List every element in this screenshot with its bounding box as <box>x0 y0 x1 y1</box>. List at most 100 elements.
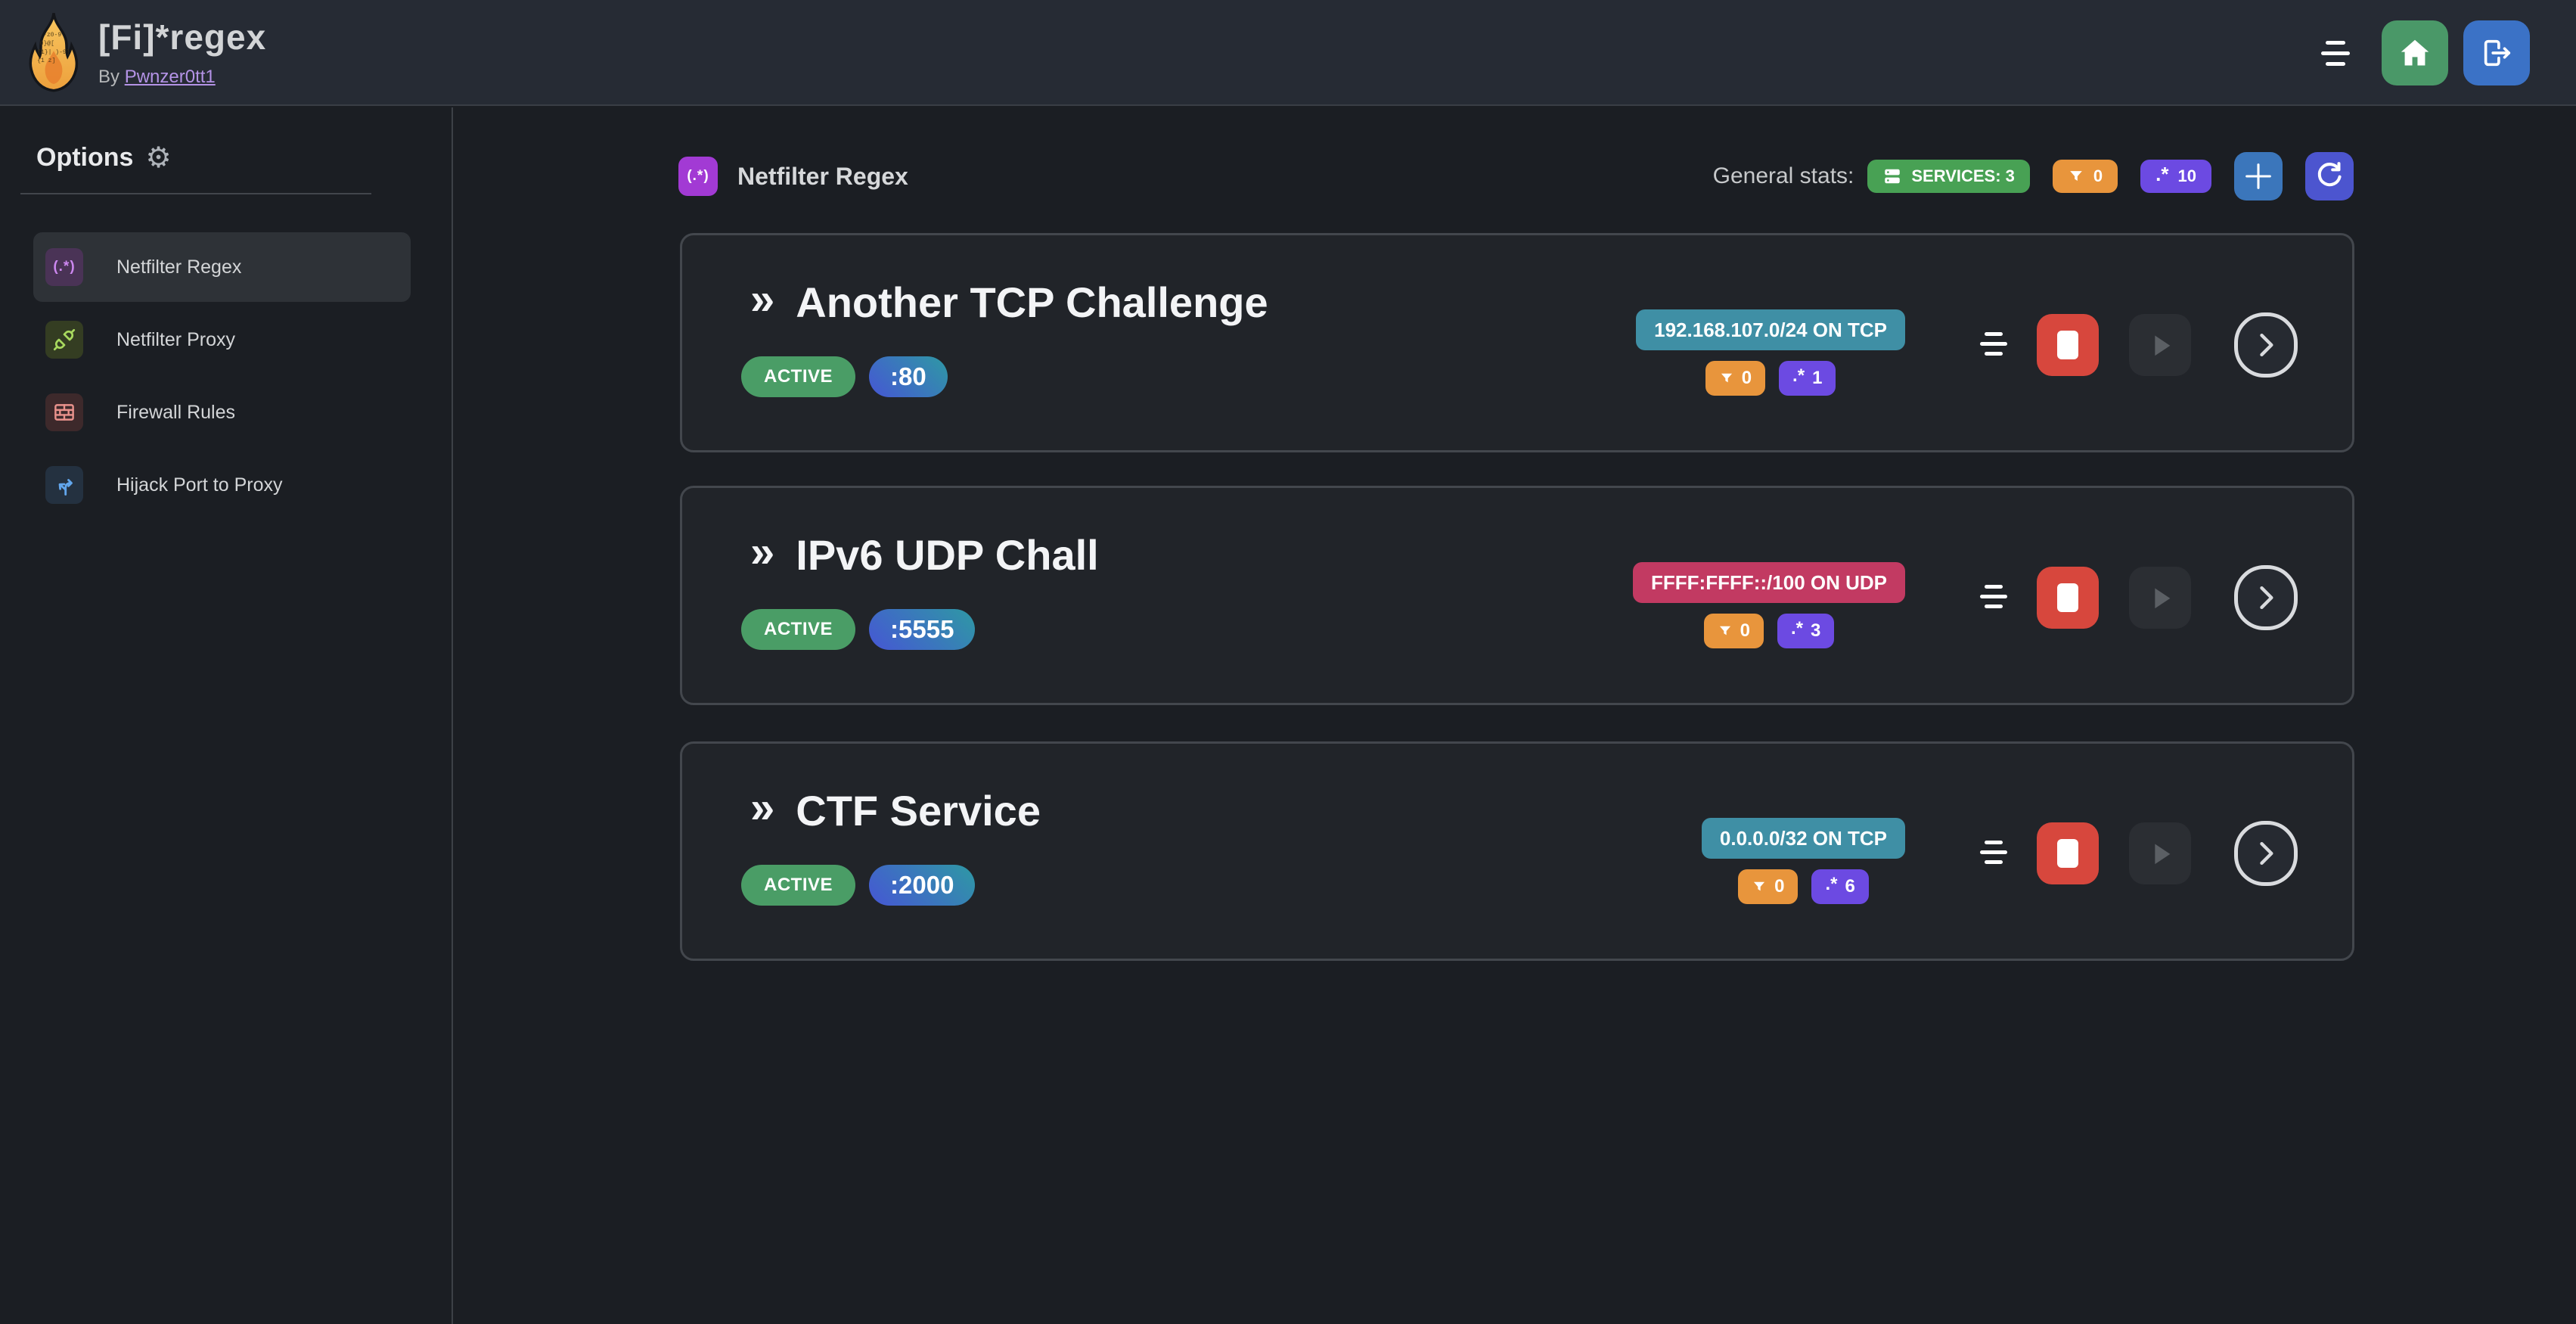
svg-text:0}@[: 0}@[ <box>40 40 54 47</box>
service-card: » IPv6 UDP Chall ACTIVE :5555 FFFF:FFFF:… <box>680 486 2354 705</box>
mini-badges: 0 .* 3 <box>1703 614 1835 648</box>
regex-count-badge: .* 3 <box>1777 614 1835 648</box>
service-card: » CTF Service ACTIVE :2000 0.0.0.0/32 ON… <box>680 741 2354 961</box>
status-badge: ACTIVE <box>741 609 856 650</box>
gear-icon: ⚙ <box>145 142 172 174</box>
chevron-right-icon <box>2249 328 2283 362</box>
service-details-button[interactable] <box>2234 565 2298 630</box>
author-link[interactable]: Pwnzer0tt1 <box>124 67 216 87</box>
add-service-button[interactable] <box>2234 152 2283 200</box>
sidebar-item-firewall-rules[interactable]: Firewall Rules <box>33 378 411 447</box>
sidebar-item-label: Netfilter Proxy <box>116 328 235 350</box>
sidebar-item-netfilter-regex[interactable]: (.*) Netfilter Regex <box>33 232 411 302</box>
regex-dot-star-icon: .* <box>1792 365 1805 386</box>
filter-count-badge: 0 <box>1703 614 1764 648</box>
menu-icon[interactable] <box>2321 40 2350 66</box>
sidebar-item-netfilter-proxy[interactable]: Netfilter Proxy <box>33 305 411 375</box>
mini-badges: 0 .* 1 <box>1705 361 1836 396</box>
sidebar: Options ⚙ (.*) Netfilter Regex Netfilter… <box>0 107 453 1324</box>
target-info: FFFF:FFFF::/100 ON UDP 0 .* 3 <box>1633 562 1905 648</box>
regex-count-badge: .* 1 <box>1779 361 1836 396</box>
refresh-icon <box>2313 160 2346 193</box>
service-menu-icon[interactable] <box>1980 585 2007 608</box>
regex-dot-star-icon: .* <box>1825 874 1838 894</box>
logout-button[interactable] <box>2463 20 2530 85</box>
service-badges: ACTIVE :80 <box>741 356 948 397</box>
start-button[interactable] <box>2129 567 2191 629</box>
target-badge: 0.0.0.0/32 ON TCP <box>1701 818 1905 859</box>
stop-button[interactable] <box>2037 314 2099 376</box>
services-count-badge: SERVICES: 3 <box>1867 160 2030 193</box>
byline: By Pwnzer0tt1 <box>98 67 266 88</box>
refresh-button[interactable] <box>2305 152 2354 200</box>
start-button[interactable] <box>2129 822 2191 884</box>
port-badge: :2000 <box>869 865 976 906</box>
app-header: -z0-9 0}@[ {1}| )-9] {1 z] [Fi]*regex By… <box>0 0 2576 106</box>
filter-count-badge: 0 <box>1738 869 1799 904</box>
sidebar-item-hijack-port[interactable]: Hijack Port to Proxy <box>33 450 411 520</box>
target-badge: 192.168.107.0/24 ON TCP <box>1636 309 1905 350</box>
funnel-icon <box>1719 371 1734 386</box>
port-badge: :5555 <box>869 609 976 650</box>
service-card: » Another TCP Challenge ACTIVE :80 192.1… <box>680 233 2354 452</box>
regex-count-badge: .* 6 <box>1811 869 1869 904</box>
service-title: » Another TCP Challenge <box>750 274 1268 327</box>
home-icon <box>2398 36 2432 70</box>
split-arrows-icon <box>45 466 83 504</box>
start-button[interactable] <box>2129 314 2191 376</box>
target-info: 192.168.107.0/24 ON TCP 0 .* 1 <box>1636 309 1905 396</box>
filters-count-badge: 0 <box>2052 160 2118 193</box>
stop-button[interactable] <box>2037 567 2099 629</box>
sidebar-item-label: Hijack Port to Proxy <box>116 474 283 496</box>
stop-button[interactable] <box>2037 822 2099 884</box>
play-icon <box>2145 838 2175 869</box>
header-actions <box>2321 0 2530 106</box>
service-name: CTF Service <box>796 787 1041 834</box>
service-name: IPv6 UDP Chall <box>796 531 1099 579</box>
section-title: Netfilter Regex <box>737 162 908 190</box>
service-title: » IPv6 UDP Chall <box>750 530 1099 580</box>
app-titles: [Fi]*regex By Pwnzer0tt1 <box>98 17 266 88</box>
sidebar-item-label: Firewall Rules <box>116 401 235 423</box>
sidebar-heading: Options ⚙ <box>36 141 452 175</box>
double-chevron-icon: » <box>750 782 775 832</box>
service-badges: ACTIVE :5555 <box>741 609 976 650</box>
svg-text:{1}| )-9]: {1}| )-9] <box>37 49 70 56</box>
service-menu-icon[interactable] <box>1980 841 2007 864</box>
section-header: (.*) Netfilter Regex General stats: SERV… <box>678 151 2354 201</box>
stats-label: General stats: <box>1712 163 1854 188</box>
logout-icon <box>2479 36 2514 70</box>
service-details-button[interactable] <box>2234 821 2298 886</box>
port-badge: :80 <box>869 356 948 397</box>
target-badge: FFFF:FFFF::/100 ON UDP <box>1633 562 1905 603</box>
filter-count-badge: 0 <box>1705 361 1766 396</box>
server-icon <box>1882 166 1902 186</box>
service-badges: ACTIVE :2000 <box>741 865 976 906</box>
status-badge: ACTIVE <box>741 865 856 906</box>
byline-prefix: By <box>98 67 120 87</box>
general-stats: General stats: SERVICES: 3 0 <box>1713 152 2354 200</box>
service-title: » CTF Service <box>750 782 1041 835</box>
target-info: 0.0.0.0/32 ON TCP 0 .* 6 <box>1701 818 1905 904</box>
options-label: Options <box>36 143 134 172</box>
service-menu-icon[interactable] <box>1980 332 2007 356</box>
chevron-right-icon <box>2249 837 2283 870</box>
service-details-button[interactable] <box>2234 312 2298 378</box>
mini-badges: 0 .* 6 <box>1738 869 1869 904</box>
brick-wall-icon <box>45 393 83 431</box>
flame-logo-icon: -z0-9 0}@[ {1}| )-9] {1 z] <box>27 11 80 94</box>
play-icon <box>2145 583 2175 613</box>
play-icon <box>2145 330 2175 360</box>
stop-icon <box>2057 331 2078 359</box>
plus-icon <box>2241 159 2276 194</box>
funnel-icon <box>2068 168 2084 185</box>
sidebar-item-label: Netfilter Regex <box>116 256 242 278</box>
home-button[interactable] <box>2382 20 2448 85</box>
double-chevron-icon: » <box>750 274 775 324</box>
stop-icon <box>2057 583 2078 612</box>
chevron-right-icon <box>2249 581 2283 614</box>
app-title: [Fi]*regex <box>98 17 267 57</box>
regex-icon: (.*) <box>45 248 83 286</box>
regex-section-icon: (.*) <box>678 157 718 196</box>
funnel-icon <box>1752 879 1767 894</box>
